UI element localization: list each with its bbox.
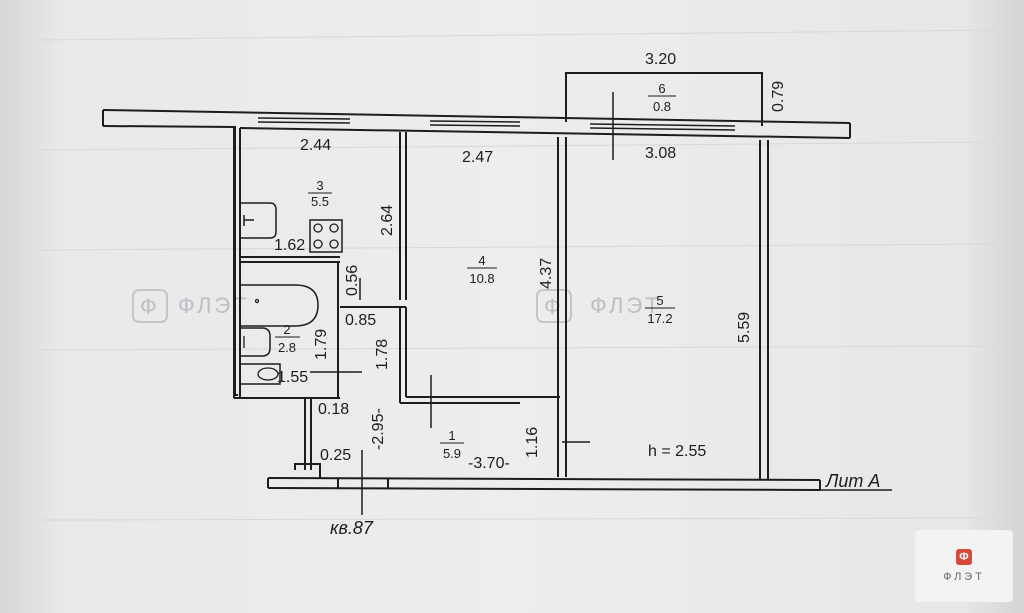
svg-text:17.2: 17.2 [647,311,672,326]
top-wall-outer [102,109,851,124]
dim-room4-depth: 4.37 [538,258,555,289]
dim-116: 1.16 [524,427,541,458]
dim-wall-056: 0.56 [344,265,361,296]
dim-025: 0.25 [320,447,351,464]
svg-text:4: 4 [478,253,485,268]
dim-room4-width: 2.47 [462,149,493,166]
top-wall-inner [102,125,238,396]
room-label-4: 4 10.8 [467,253,497,286]
window-room4 [429,120,521,127]
svg-text:ФЛЭТ: ФЛЭТ [178,293,250,318]
room-label-2: 2 2.8 [275,322,300,355]
dim-corridor-length: -2.95- [370,408,387,450]
svg-text:Ф: Ф [544,294,564,319]
room-label-1: 1 5.9 [440,428,464,461]
bottom-wall-inner [267,487,821,491]
apartment-number: кв.87 [330,518,374,538]
dim-018: 0.18 [318,401,349,418]
entry-step [294,463,321,478]
sink [240,202,277,239]
dim-balcony-depth: 0.79 [770,81,787,112]
room-label-6: 6 0.8 [648,81,676,114]
dim-085: 0.85 [345,312,376,329]
watermark-left: Ф ФЛЭТ [132,289,250,323]
dim-corridor-width: -3.70- [468,455,510,472]
room-label-5: 5 17.2 [645,293,675,326]
top-wall-inner-2 [239,127,851,139]
window-room5 [589,123,736,131]
svg-text:10.8: 10.8 [469,271,494,286]
logo: Ф ФЛЭТ [915,530,1013,602]
svg-text:5.9: 5.9 [443,446,461,461]
logo-text: ФЛЭТ [943,571,985,583]
svg-text:0.8: 0.8 [653,99,671,114]
toilet [240,363,281,385]
watermark-right: Ф ФЛЭТ [536,289,662,323]
logo-mark-icon: Ф [956,549,972,565]
dim-balcony-width: 3.20 [645,51,676,68]
svg-text:3: 3 [316,178,323,193]
svg-text:2: 2 [283,322,290,337]
svg-text:ФЛЭТ: ФЛЭТ [590,293,662,318]
svg-text:1: 1 [448,428,455,443]
dim-kitchen-width: 2.44 [300,137,331,154]
dim-178: 1.78 [374,339,391,370]
stove [309,219,343,253]
svg-text:5: 5 [656,293,663,308]
dim-kitchen-depth: 2.64 [379,205,396,236]
bathtub [240,284,319,327]
window-kitchen [257,117,351,124]
dim-bath-depth: 1.79 [313,329,330,360]
svg-text:2.8: 2.8 [278,340,296,355]
dim-room5-depth: 5.59 [736,312,753,343]
dim-room5-width: 3.08 [645,145,676,162]
bath-sink [240,327,271,357]
building-letter: Лит А [825,471,880,491]
room-label-3: 3 5.5 [308,178,332,209]
bottom-wall-outer [267,477,821,481]
balcony-outline [565,72,763,126]
paper-lines [39,29,1001,521]
dim-kitchen-depth-a: 1.62 [274,237,305,254]
svg-text:Ф: Ф [140,294,160,319]
svg-text:6: 6 [658,81,665,96]
ceiling-height: h = 2.55 [648,443,706,460]
dim-bath-width: 1.55 [277,369,308,386]
svg-text:5.5: 5.5 [311,194,329,209]
